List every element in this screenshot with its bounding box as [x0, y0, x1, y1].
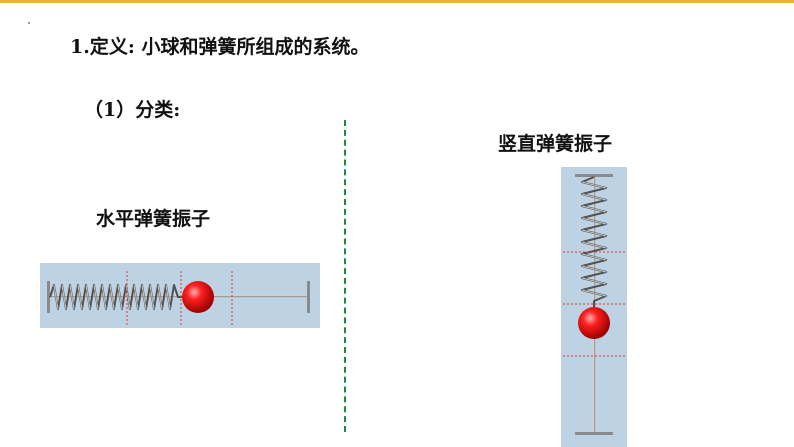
- horizontal-spring-highlight: [53, 284, 171, 310]
- ceiling-bracket: [575, 174, 613, 177]
- horizontal-oscillator-svg: [40, 263, 320, 328]
- classification-heading: （1）分类:: [84, 99, 181, 121]
- horizontal-oscillator-label: 水平弹簧振子: [96, 208, 211, 230]
- floor-stop: [575, 432, 613, 435]
- top-accent-line: [0, 0, 794, 3]
- vertical-ball: [578, 307, 610, 339]
- vertical-oscillator-diagram: [561, 167, 627, 447]
- definition-heading: 1.定义: 小球和弹簧所组成的系统。: [70, 36, 370, 58]
- dashed-divider: [344, 120, 346, 432]
- right-stop: [307, 281, 310, 313]
- left-wall: [47, 281, 50, 313]
- vertical-spring-highlight: [581, 181, 607, 297]
- vertical-oscillator-svg: [561, 167, 627, 447]
- horizontal-ball: [182, 281, 214, 313]
- horizontal-oscillator-diagram: [40, 263, 320, 328]
- corner-mark: [28, 22, 30, 24]
- vertical-oscillator-label: 竖直弹簧振子: [498, 133, 613, 155]
